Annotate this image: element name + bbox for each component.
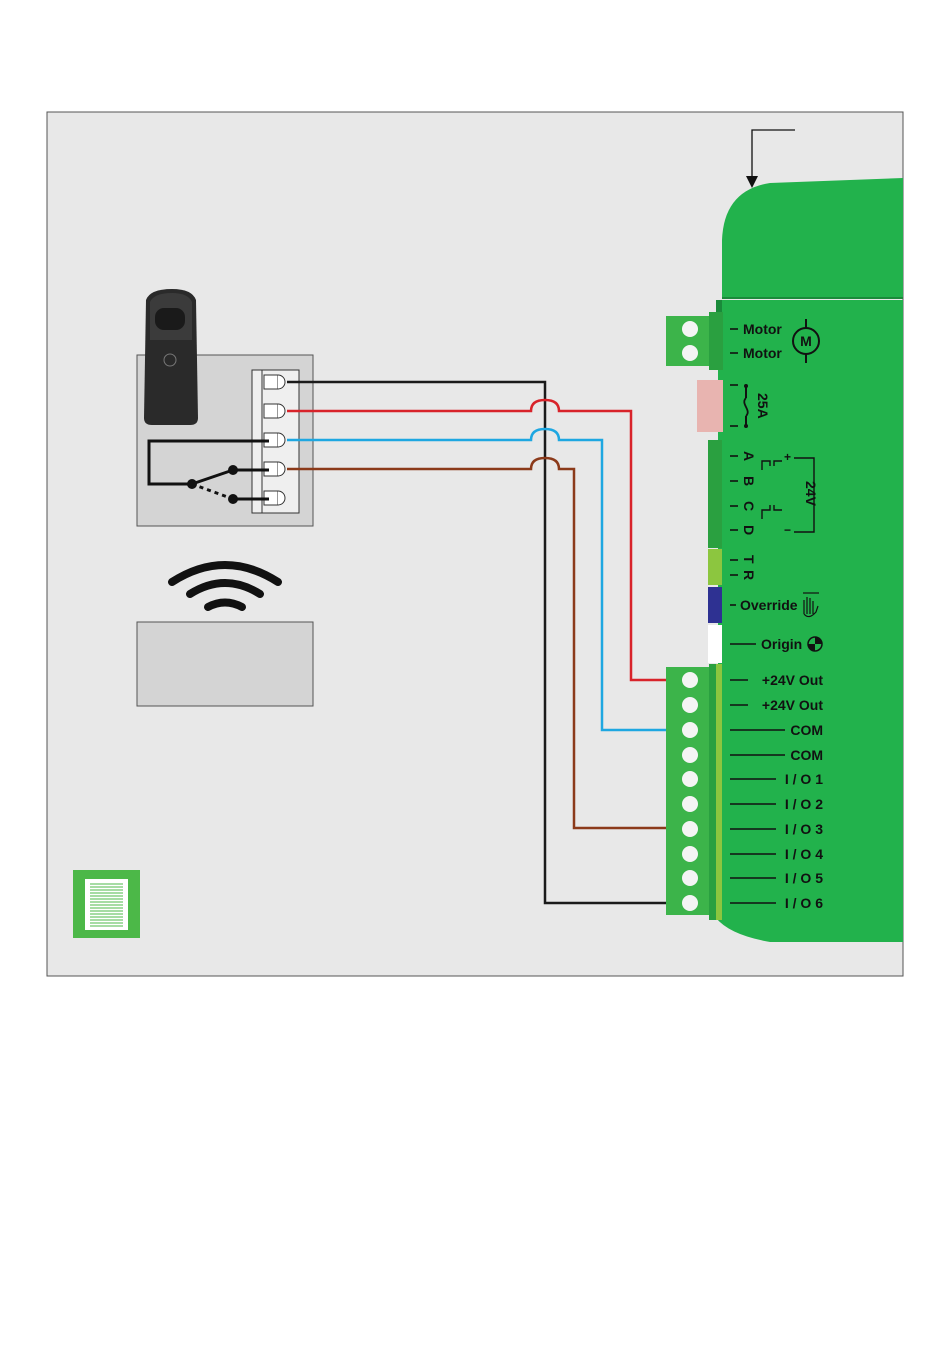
receiver-terminal-2 — [264, 404, 285, 418]
io-pin-3 — [682, 722, 698, 738]
override-label: Override — [740, 597, 798, 613]
tr-connector — [708, 549, 722, 585]
svg-text:M: M — [800, 333, 812, 349]
io-connector — [666, 664, 722, 920]
motor-label-1: Motor — [743, 321, 782, 337]
input-c-label: C — [741, 501, 757, 511]
io-pin-6 — [682, 796, 698, 812]
origin-connector — [708, 625, 722, 663]
shade-icon — [73, 870, 140, 938]
io-pin-7 — [682, 821, 698, 837]
input-d-label: D — [741, 525, 757, 535]
io-pin-2 — [682, 697, 698, 713]
svg-text:+: + — [784, 450, 791, 464]
origin-icon — [808, 637, 822, 651]
io-label-io1: I / O 1 — [785, 771, 823, 787]
io-pin-1 — [682, 672, 698, 688]
io-pin-5 — [682, 771, 698, 787]
fuse-holder — [697, 380, 723, 432]
io-pin-8 — [682, 846, 698, 862]
io-label-io2: I / O 2 — [785, 796, 823, 812]
receiver-terminal-1 — [264, 375, 285, 389]
remote-transmitter-icon — [144, 289, 198, 425]
origin-label: Origin — [761, 636, 802, 652]
io-pin-10 — [682, 895, 698, 911]
tr-r-label: R — [741, 570, 757, 580]
voltage-label: 24V — [803, 481, 819, 507]
io-label-24v-out-1: +24V Out — [762, 672, 823, 688]
input-connector — [708, 440, 722, 548]
io-pin-4 — [682, 747, 698, 763]
io-label-com-1: COM — [790, 722, 823, 738]
io-label-24v-out-2: +24V Out — [762, 697, 823, 713]
tr-t-label: T — [741, 555, 757, 564]
fuse-rating-label: 25A — [755, 393, 771, 419]
io-label-io3: I / O 3 — [785, 821, 823, 837]
motor-connector — [666, 312, 723, 370]
input-b-label: B — [741, 476, 757, 486]
io-label-io5: I / O 5 — [785, 870, 823, 886]
io-label-io4: I / O 4 — [785, 846, 823, 862]
io-label-com-2: COM — [790, 747, 823, 763]
input-a-label: A — [741, 451, 757, 461]
svg-text:−: − — [784, 523, 791, 537]
motor-label-2: Motor — [743, 345, 782, 361]
override-connector — [708, 587, 722, 623]
remote-unit-box — [137, 622, 313, 706]
io-pin-9 — [682, 870, 698, 886]
io-label-io6: I / O 6 — [785, 895, 823, 911]
